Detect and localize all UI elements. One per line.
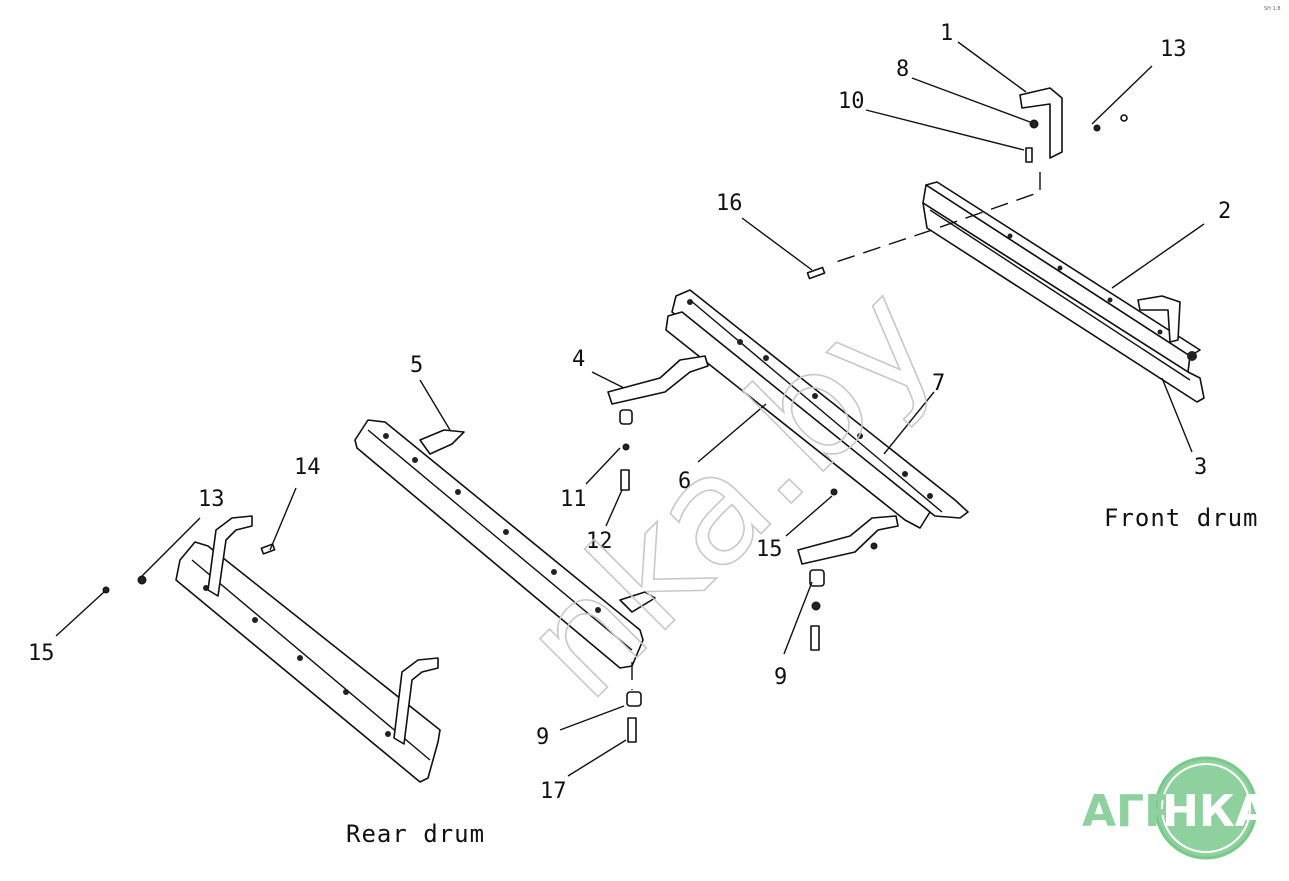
caption-rear-drum: Rear drum [346,820,485,848]
logo-left-text: АГРО [1082,786,1214,837]
rear-middle-rail [354,419,656,669]
callout-12: 12 [586,529,613,554]
middle-bar-7 [665,289,969,529]
corner-mark: SH 1:8 [1264,6,1281,12]
callout-17: 17 [540,779,567,804]
callout-13-rear: 13 [198,487,225,512]
callout-14: 14 [294,455,321,480]
rear-bolt [626,691,642,743]
strap-4 [607,355,709,491]
bracket-1 [1019,87,1128,163]
callout-3: 3 [1194,455,1207,480]
bolt-16 [806,266,826,280]
callout-7: 7 [932,371,945,396]
callout-labels: 1 8 10 13 16 2 3 4 5 6 7 11 12 14 13 15 … [28,21,1231,804]
rear-rail [102,515,441,783]
logo-right-text: НКА [1162,786,1269,837]
callout-15-rear: 15 [28,641,55,666]
callout-11: 11 [560,487,587,512]
callout-4: 4 [572,347,585,372]
callout-6: 6 [678,469,691,494]
callout-13-front: 13 [1160,37,1187,62]
callout-9-rear: 9 [536,725,549,750]
callout-15-front: 15 [756,537,783,562]
agronka-logo: АГРО НКА [1082,756,1269,860]
strap-lower [797,488,899,651]
leader-lines [55,41,1205,777]
callout-2: 2 [1218,199,1231,224]
callout-10: 10 [838,89,865,114]
front-rail [922,181,1205,403]
callout-9-front: 9 [774,665,787,690]
callout-5: 5 [410,353,423,378]
callout-1: 1 [940,21,953,46]
callout-16: 16 [716,191,743,216]
caption-front-drum: Front drum [1104,504,1259,532]
callout-8: 8 [896,57,909,82]
